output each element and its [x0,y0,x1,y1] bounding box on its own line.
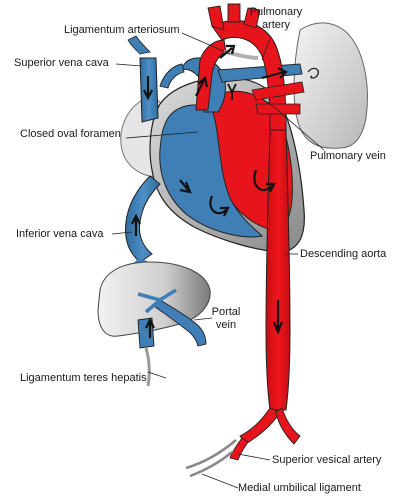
arrow-rv [209,195,230,217]
leader-closed-oval-foramen [125,131,199,139]
arrow-aorta-down [272,300,284,335]
medial-umbilical-ligament-2 [189,451,233,478]
right-lung [293,22,368,149]
svc-branch [127,35,151,55]
portal-vein [153,299,207,347]
arrow-svc [143,76,153,101]
leader-medial-umbilical-ligament [201,473,239,489]
lung-hilum-swirl [307,67,319,79]
label-portal-vein-line2: vein [215,319,237,331]
leader-superior-vena-cava [115,63,143,67]
label-superior-vesical-artery: Superior vesical artery [272,454,382,466]
pulmonary-branch-left [159,63,185,89]
leader-ligamentum-arteriosum [181,32,231,55]
arrow-pulm-left [195,75,209,97]
label-pulmonary-artery-line2: artery [261,19,291,31]
descending-aorta [265,129,291,411]
flow-arrows [131,44,288,338]
label-inferior-vena-cava: Inferior vena cava [16,228,104,240]
leader-portal-vein [193,317,213,321]
pulmonary-branch-right [217,63,303,83]
arrow-y-junction [227,83,237,100]
portal-vein-branches [137,288,177,314]
arrow-ra [179,179,192,194]
arrow-pulm-right [261,67,288,80]
label-ligamentum-teres-hepatis: Ligamentum teres hepatis [20,372,147,384]
label-pulmonary-vein: Pulmonary vein [310,150,386,162]
right-iliac-artery [275,407,301,445]
medial-umbilical-ligament-1 [185,439,237,470]
ligamentum-teres-hepatis [144,347,151,387]
label-pulmonary-artery-line1: Pulmonary [249,6,303,18]
arrow-lv [253,169,276,193]
inferior-vena-cava [125,175,161,263]
pulmonary-vein-lower [255,103,301,115]
label-superior-vena-cava: Superior vena cava [14,57,109,69]
label-ligamentum-arteriosum: Ligamentum arteriosum [64,24,180,36]
brachiocephalic-trunk [207,5,225,31]
leader-ligamentum-teres [147,371,167,379]
label-closed-oval-foramen: Closed oval foramen [20,128,121,140]
leader-pulmonary-vein [267,101,325,151]
label-descending-aorta: Descending aorta [300,248,387,260]
left-iliac-artery [239,407,281,445]
leader-lines [111,32,325,489]
left-common-carotid [227,3,241,23]
leader-superior-vesical-artery [237,453,271,461]
arrow-portal [145,317,155,338]
superior-vesical-artery-left [229,437,249,461]
arrow-ivc [131,213,141,236]
arrow-aorta-arch [219,44,236,59]
ligamentum-arteriosum [223,50,259,60]
leader-inferior-vena-cava [111,231,133,235]
pulmonary-vein-upper [251,81,305,101]
label-medial-umbilical-ligament: Medial umbilical ligament [238,482,361,494]
left-subclavian [243,7,261,29]
leader-pulmonary-artery [261,37,271,61]
label-portal-vein-line1: Portal [211,306,241,318]
